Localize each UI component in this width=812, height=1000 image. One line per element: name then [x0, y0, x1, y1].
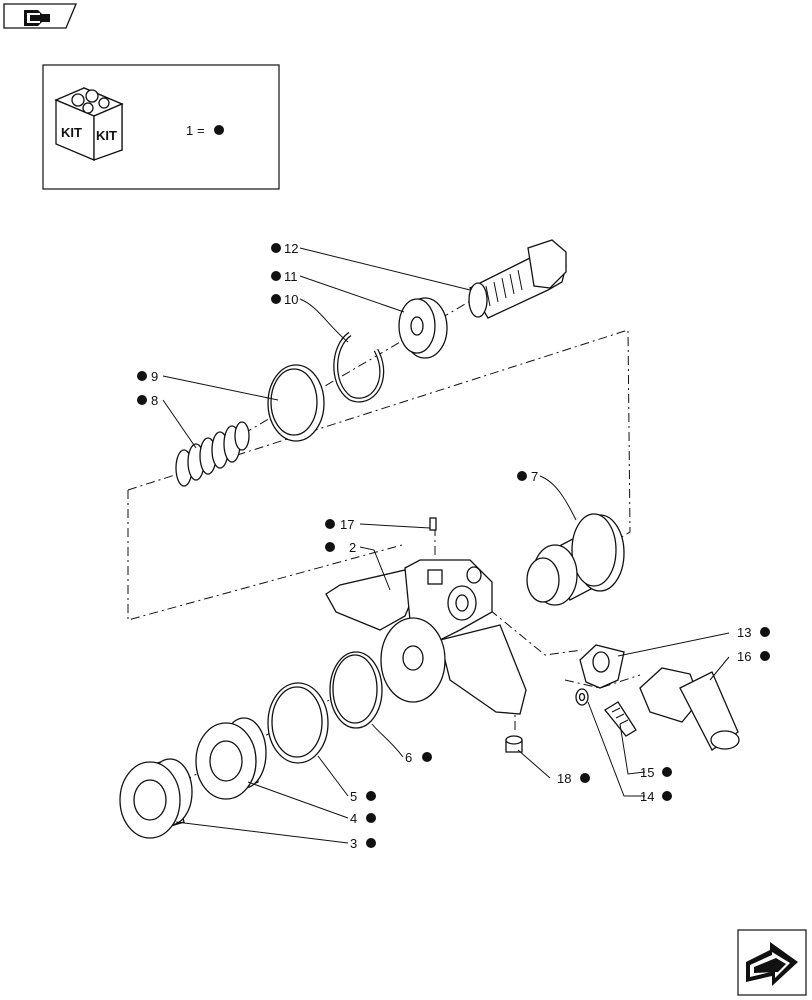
part-5-seal	[267, 682, 329, 764]
callout-6: 6	[405, 750, 432, 765]
callout-12: 12	[271, 241, 298, 256]
kit-legend-box: KIT KIT 1 =	[42, 64, 280, 190]
callout-2-number: 2	[349, 540, 356, 555]
kit-bullet-icon	[214, 125, 224, 135]
part-17-screw	[429, 517, 437, 531]
callout-13: 13	[737, 625, 770, 640]
arrow-right-icon	[746, 942, 798, 986]
callout-17: 17	[325, 517, 354, 532]
callout-8: 8	[137, 393, 158, 408]
arrow-left-icon	[24, 10, 50, 26]
callout-4-number: 4	[350, 811, 357, 826]
kit-label-right: KIT	[96, 128, 117, 143]
part-9-seal-ring	[267, 364, 325, 442]
part-4-bearing	[195, 717, 267, 800]
callout-2: 2	[325, 540, 356, 555]
callout-17-number: 17	[340, 517, 354, 532]
callout-18-number: 18	[557, 771, 571, 786]
callout-14: 14	[640, 789, 672, 804]
leader-lines	[162, 247, 730, 844]
kit-box-icon: KIT KIT	[54, 87, 124, 161]
callout-18: 18	[557, 771, 590, 786]
part-15-bolt	[604, 701, 637, 737]
part-12-bolt	[468, 239, 567, 319]
callout-15: 15	[640, 765, 672, 780]
part-6-o-ring	[329, 651, 383, 729]
callout-9-number: 9	[151, 369, 158, 384]
callout-5: 5	[350, 789, 376, 804]
callout-15-number: 15	[640, 765, 654, 780]
callout-11-number: 11	[284, 269, 298, 284]
callout-16-number: 16	[737, 649, 751, 664]
callout-3: 3	[350, 836, 376, 851]
callout-3-number: 3	[350, 836, 357, 851]
callout-4: 4	[350, 811, 376, 826]
part-18-sleeve	[505, 735, 523, 753]
next-page-button[interactable]	[737, 929, 807, 996]
legend-item-number: 1	[186, 123, 193, 138]
kit-label-left: KIT	[61, 125, 82, 140]
callout-10-number: 10	[284, 292, 298, 307]
part-14-washer	[575, 688, 589, 706]
callout-7-number: 7	[531, 469, 538, 484]
callout-14-number: 14	[640, 789, 654, 804]
callout-10: 10	[271, 292, 298, 307]
part-13-gasket	[579, 644, 625, 689]
callout-9: 9	[137, 369, 158, 384]
part-2-housing	[325, 559, 527, 715]
part-7-plug	[526, 513, 625, 606]
previous-page-tab[interactable]	[3, 3, 77, 29]
callout-11: 11	[271, 269, 298, 284]
part-3-cap	[119, 758, 193, 839]
callout-13-number: 13	[737, 625, 751, 640]
legend-equals: =	[197, 123, 205, 138]
callout-16: 16	[737, 649, 770, 664]
part-16-valve	[639, 667, 740, 751]
part-8-spring	[175, 421, 250, 487]
part-10-circlip	[333, 331, 385, 403]
callout-6-number: 6	[405, 750, 412, 765]
callout-12-number: 12	[284, 241, 298, 256]
callout-5-number: 5	[350, 789, 357, 804]
callout-7: 7	[517, 469, 538, 484]
part-11-washer	[398, 297, 448, 359]
callout-8-number: 8	[151, 393, 158, 408]
